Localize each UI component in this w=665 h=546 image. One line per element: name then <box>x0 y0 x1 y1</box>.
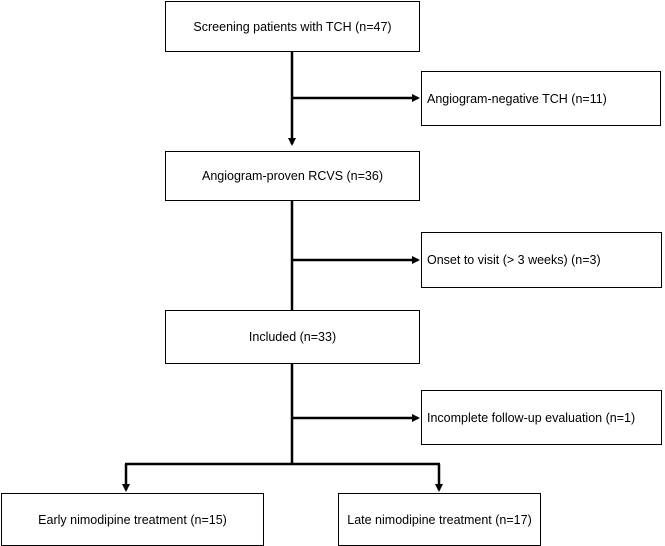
box-screening: Screening patients with TCH (n=47) <box>165 1 420 52</box>
box-screening-label: Screening patients with TCH (n=47) <box>193 19 392 34</box>
box-early-nimodipine-label: Early nimodipine treatment (n=15) <box>38 512 227 527</box>
box-early-nimodipine: Early nimodipine treatment (n=15) <box>1 493 264 546</box>
box-angiogram-proven-label: Angiogram-proven RCVS (n=36) <box>202 169 383 183</box>
box-included: Included (n=33) <box>165 310 420 364</box>
box-incomplete-followup-label: Incomplete follow-up evaluation (n=1) <box>427 410 636 425</box>
box-onset-to-visit-label: Onset to visit (> 3 weeks) (n=3) <box>427 253 601 267</box>
box-included-label: Included (n=33) <box>248 330 337 344</box>
box-angiogram-proven: Angiogram-proven RCVS (n=36) <box>165 151 420 201</box>
box-late-nimodipine: Late nimodipine treatment (n=17) <box>338 493 541 546</box>
box-onset-to-visit: Onset to visit (> 3 weeks) (n=3) <box>421 232 662 288</box>
box-incomplete-followup: Incomplete follow-up evaluation (n=1) <box>421 390 662 445</box>
box-late-nimodipine-label: Late nimodipine treatment (n=17) <box>347 512 532 527</box>
box-angiogram-negative: Angiogram-negative TCH (n=11) <box>421 71 661 126</box>
box-angiogram-negative-label: Angiogram-negative TCH (n=11) <box>427 91 607 106</box>
